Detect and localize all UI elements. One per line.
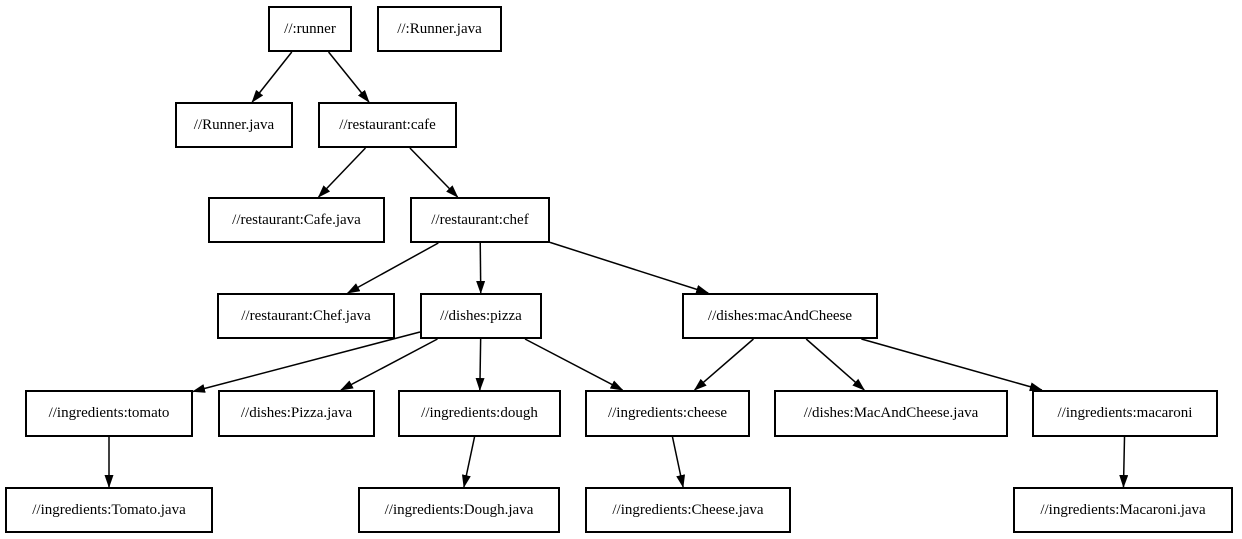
graph-edge-cheese-cheese-java: [671, 436, 686, 488]
graph-node-runner: //:runner: [268, 6, 352, 52]
graph-edge-cafe-cafe-java: [317, 147, 367, 198]
graph-edge-chef-chef-java: [346, 242, 439, 294]
graph-node-tomato-java: //ingredients:Tomato.java: [5, 487, 213, 533]
graph-edge-runner-runner-java: [251, 51, 293, 103]
graph-node-tomato: //ingredients:tomato: [25, 390, 193, 437]
graph-node-pizza: //dishes:pizza: [420, 293, 542, 339]
graph-node-cheese-java: //ingredients:Cheese.java: [585, 487, 791, 533]
graph-node-dough-java: //ingredients:Dough.java: [358, 487, 560, 533]
graph-node-cafe-java: //restaurant:Cafe.java: [208, 197, 385, 243]
graph-edge-cafe-chef: [409, 147, 459, 198]
graph-edge-pizza-dough: [475, 338, 485, 391]
graph-node-macaroni-java: //ingredients:Macaroni.java: [1013, 487, 1233, 533]
graph-edge-pizza-tomato: [192, 331, 421, 393]
graph-node-mac-and-cheese-java: //dishes:MacAndCheese.java: [774, 390, 1008, 437]
graph-edge-runner-cafe: [327, 51, 370, 103]
graph-edge-chef-mac-and-cheese: [549, 241, 710, 294]
graph-node-cheese: //ingredients:cheese: [585, 390, 750, 437]
graph-node-chef-java: //restaurant:Chef.java: [217, 293, 395, 339]
graph-node-pizza-java: //dishes:Pizza.java: [218, 390, 375, 437]
graph-edge-mac-and-cheese-mac-and-cheese-java: [805, 338, 865, 391]
graph-edge-pizza-cheese: [524, 338, 624, 391]
graph-node-runner-src: //:Runner.java: [377, 6, 502, 52]
graph-edge-macaroni-macaroni-java: [1119, 436, 1129, 488]
graph-node-cafe: //restaurant:cafe: [318, 102, 457, 148]
graph-edge-chef-pizza: [476, 242, 486, 294]
graph-edge-dough-dough-java: [461, 436, 476, 488]
graph-node-dough: //ingredients:dough: [398, 390, 561, 437]
graph-node-mac-and-cheese: //dishes:macAndCheese: [682, 293, 878, 339]
graph-node-runner-java: //Runner.java: [175, 102, 293, 148]
graph-edge-mac-and-cheese-cheese: [693, 338, 754, 391]
graph-edge-mac-and-cheese-macaroni: [861, 338, 1043, 392]
graph-node-chef: //restaurant:chef: [410, 197, 550, 243]
graph-node-macaroni: //ingredients:macaroni: [1032, 390, 1218, 437]
graph-edge-pizza-pizza-java: [340, 338, 438, 391]
